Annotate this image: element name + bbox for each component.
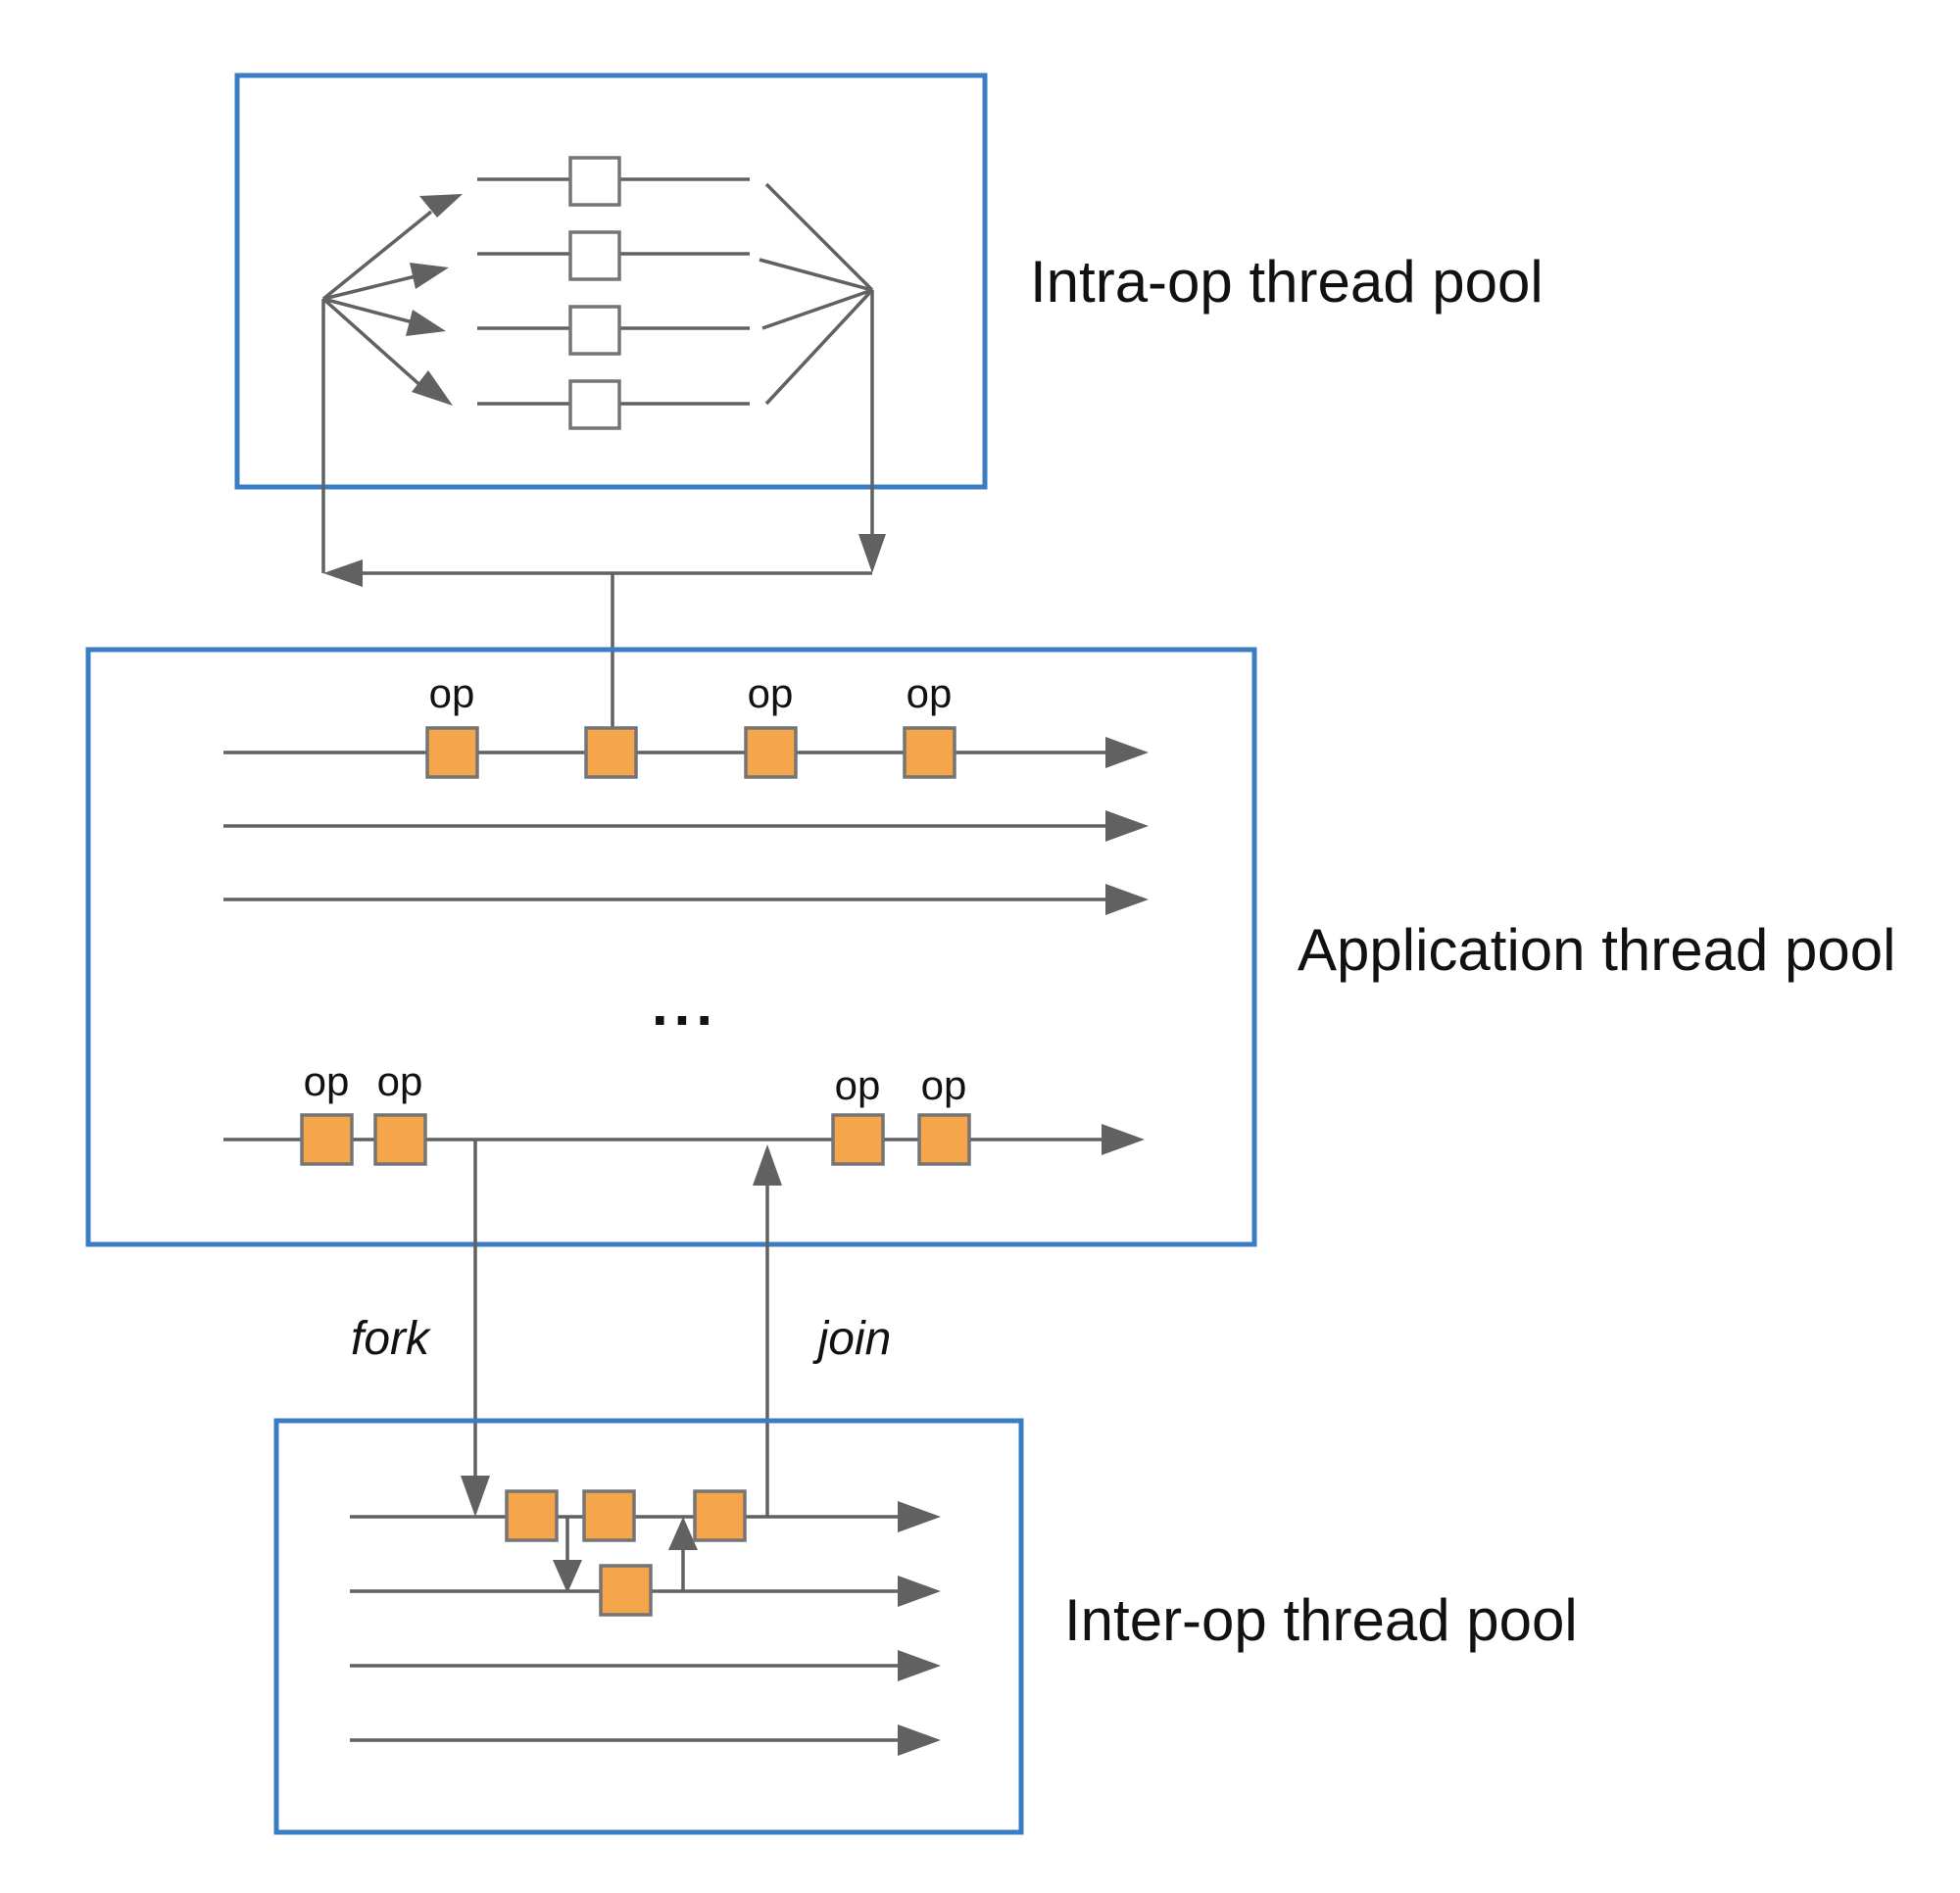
arrow-head (1105, 884, 1149, 915)
intra-op-fanout-arrows (321, 194, 463, 406)
application-pool-label: Application thread pool (1298, 917, 1895, 983)
op-box (693, 1489, 747, 1542)
intra-op-task (568, 156, 621, 207)
fork-arrow-head (461, 1476, 490, 1517)
application-pool-box (85, 647, 1257, 1247)
intra-op-task (568, 379, 621, 430)
op-label: op (429, 670, 475, 716)
op-label: op (906, 670, 953, 716)
arrow-head (898, 1650, 941, 1681)
inter-op-inner-arrows (553, 1517, 698, 1593)
ellipsis-label: ... (652, 972, 718, 1038)
intra-op-pool-box (234, 73, 988, 490)
join-arrow-head (753, 1144, 782, 1186)
op-box (300, 1113, 354, 1166)
arrow-head (898, 1724, 941, 1756)
intra-op-task (568, 305, 621, 356)
op-box (505, 1489, 559, 1542)
intra-op-task (568, 230, 621, 281)
op-box (903, 726, 956, 779)
op-box (373, 1113, 427, 1166)
inter-op-pool-box (273, 1418, 1024, 1835)
inter-op-thread-timelines (350, 1501, 941, 1756)
intra-op-fanin-lines (759, 182, 874, 406)
intra-op-pool-label: Intra-op thread pool (1030, 249, 1544, 315)
join-label: join (812, 1313, 892, 1365)
op-label: op (304, 1058, 350, 1104)
op-box (744, 726, 798, 779)
op-label: op (835, 1062, 881, 1108)
op-box (584, 726, 638, 779)
inter-op-pool: Inter-op thread pool (273, 1418, 1578, 1835)
intra-op-worker-lanes (477, 156, 750, 430)
op-label: op (377, 1058, 423, 1104)
intra-op-connector (321, 290, 886, 727)
intra-op-pool: Intra-op thread pool (234, 73, 1544, 490)
inter-op-pool-label: Inter-op thread pool (1064, 1587, 1578, 1653)
arrow-head (898, 1576, 941, 1607)
op-box (599, 1564, 653, 1617)
application-pool: op op op ... op op op op Application thr… (85, 647, 1895, 1247)
op-box (917, 1113, 971, 1166)
fork-join-arrows: fork join (351, 1140, 891, 1517)
arrow-head (898, 1501, 941, 1532)
arrow-head (1102, 1124, 1145, 1155)
arrow-head (1105, 737, 1149, 768)
op-box (582, 1489, 636, 1542)
op-label: op (921, 1062, 967, 1108)
op-box (425, 726, 479, 779)
application-thread-timelines (223, 737, 1149, 1155)
fork-label: fork (351, 1313, 432, 1365)
op-box (831, 1113, 885, 1166)
arrow-head (1105, 810, 1149, 842)
op-label: op (748, 670, 794, 716)
